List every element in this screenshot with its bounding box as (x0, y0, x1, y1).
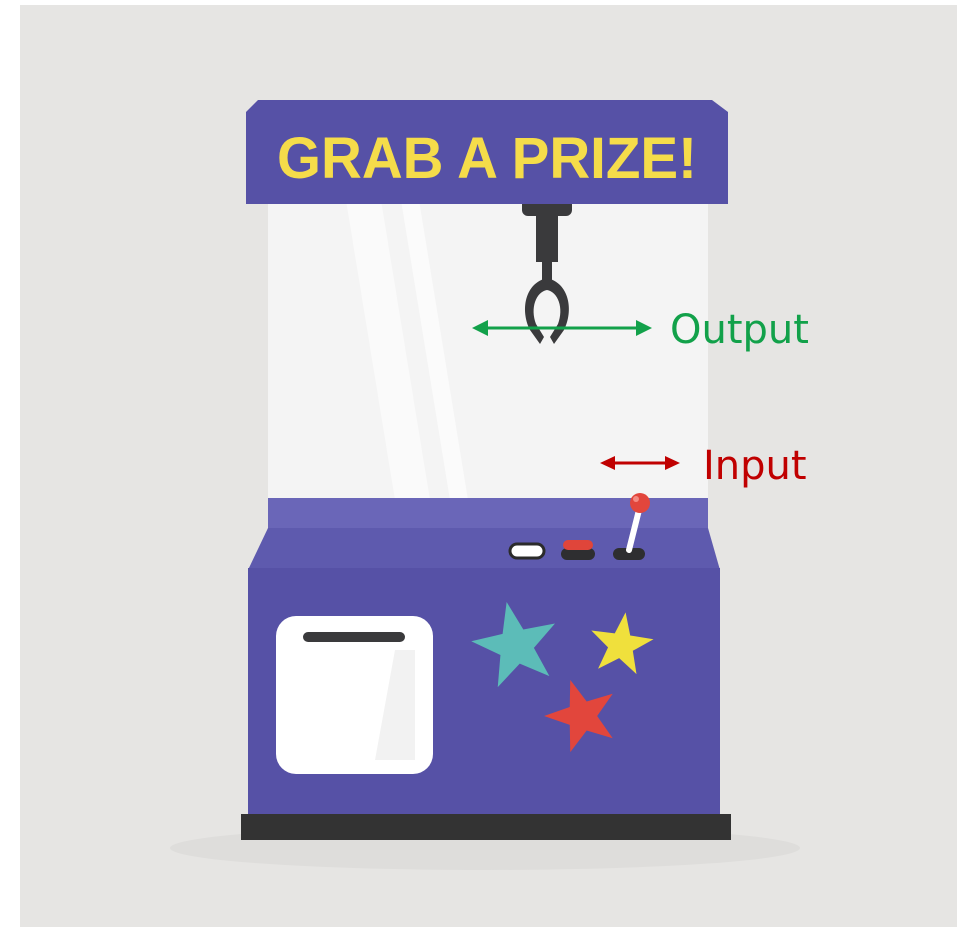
input-label: Input (703, 443, 807, 489)
glass-case (268, 194, 708, 500)
cabinet-base (241, 814, 731, 840)
prize-door-slot (303, 632, 405, 642)
sign-text: GRAB A PRIZE! (277, 126, 697, 191)
output-label: Output (670, 307, 809, 353)
coin-slot-icon (510, 544, 544, 558)
red-button[interactable] (563, 540, 593, 550)
control-ledge-slope (248, 528, 720, 570)
